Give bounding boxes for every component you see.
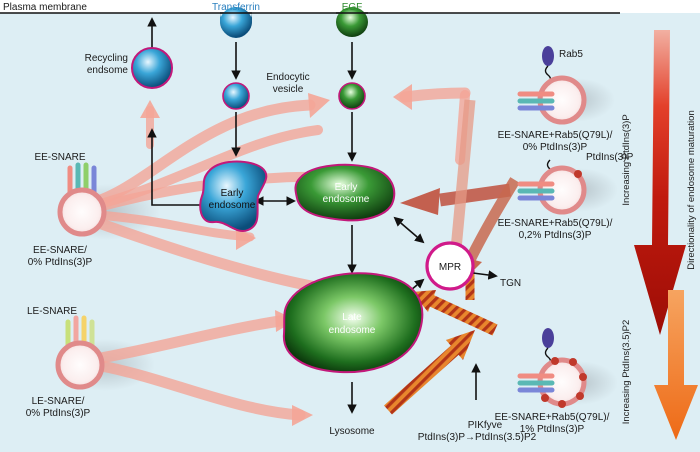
- early-endosome-green-label-line1: Early: [335, 182, 358, 193]
- ee-snare-caption-line2: 0% PtdIns(3)P: [28, 257, 93, 268]
- vesicle1-caption-line1: EE-SNARE+Rab5(Q79L)/: [498, 130, 613, 141]
- ee-snare-vesicle: [57, 162, 107, 237]
- recycling-endosome-label-line2: endsome: [87, 65, 129, 76]
- rab5-vesicle-1pct: [517, 328, 587, 408]
- vesicle1-caption-line2: 0% PtdIns(3)P: [523, 142, 588, 153]
- early-endosome-blue-label-line2: endosome: [209, 200, 256, 211]
- mpr-ring: [425, 241, 475, 291]
- early-endosome-green: [294, 163, 396, 222]
- late-endosome: [282, 272, 424, 374]
- increasing-ptdins3p-label: Increasing PtdIns(3)P: [621, 114, 632, 205]
- late-endosome-label-line2: endosome: [329, 325, 376, 336]
- rab5-vesicle-0pct: [517, 46, 587, 125]
- increasing-ptdins35p2-arrow: [654, 290, 698, 440]
- directionality-label: Directionality of endosome maturation: [686, 110, 697, 269]
- pikfyve-reaction-label: PtdIns(3)P→PtdIns(3.5)P2: [418, 432, 537, 443]
- ee-snare-caption-line1: EE-SNARE/: [33, 245, 87, 256]
- rab5-label: Rab5: [559, 49, 583, 60]
- egf-label: EGF: [342, 2, 363, 13]
- black-pathway-arrows: [147, 17, 498, 414]
- plasma-membrane-label: Plasma membrane: [3, 2, 87, 13]
- transferrin-cup: [220, 7, 252, 38]
- vesicle3-caption-line2: 1% PtdIns(3)P: [520, 424, 585, 435]
- mpr-label: MPR: [439, 262, 461, 273]
- vesicle2-caption-line2: 0,2% PtdIns(3)P: [519, 230, 592, 241]
- recycling-endosome-label-line1: Recycling: [85, 53, 128, 64]
- egf-cup: [336, 7, 368, 37]
- pikfyve-label: PIKfyve: [468, 420, 503, 431]
- vesicle3-caption-line1: EE-SNARE+Rab5(Q79L)/: [495, 412, 610, 423]
- ptdins3p-label: PtdIns(3)P: [586, 152, 634, 163]
- le-snare-caption-line1: LE-SNARE/: [32, 396, 85, 407]
- tgn-label: TGN: [500, 278, 521, 289]
- ee-snare-title: EE-SNARE: [34, 152, 85, 163]
- increasing-ptdins3p-arrow: [634, 30, 686, 335]
- late-endosome-label-line1: Late: [342, 312, 362, 323]
- early-endosome-blue: [199, 160, 268, 233]
- le-snare-vesicle: [55, 315, 105, 390]
- transferrin-label: Transferrin: [212, 2, 260, 13]
- le-snare-title: LE-SNARE: [27, 306, 77, 317]
- endocytic-vesicle-egf: [338, 82, 366, 110]
- early-endosome-blue-label-line1: Early: [221, 188, 244, 199]
- endocytic-vesicle-transferrin: [222, 82, 250, 110]
- recycling-endosome: [131, 47, 173, 89]
- endocytic-vesicle-label-line2: vesicle: [273, 84, 304, 95]
- le-snare-caption-line2: 0% PtdIns(3)P: [26, 408, 91, 419]
- increasing-ptdins35p2-label: Increasing PtdIns(3.5)P2: [621, 320, 632, 425]
- early-endosome-green-label-line2: endosome: [323, 194, 370, 205]
- endocytic-vesicle-label-line1: Endocytic: [266, 72, 309, 83]
- lysosome-label: Lysosome: [329, 426, 375, 437]
- vesicle2-caption-line1: EE-SNARE+Rab5(Q79L)/: [498, 218, 613, 229]
- rab5-vesicle-02pct: [517, 159, 587, 215]
